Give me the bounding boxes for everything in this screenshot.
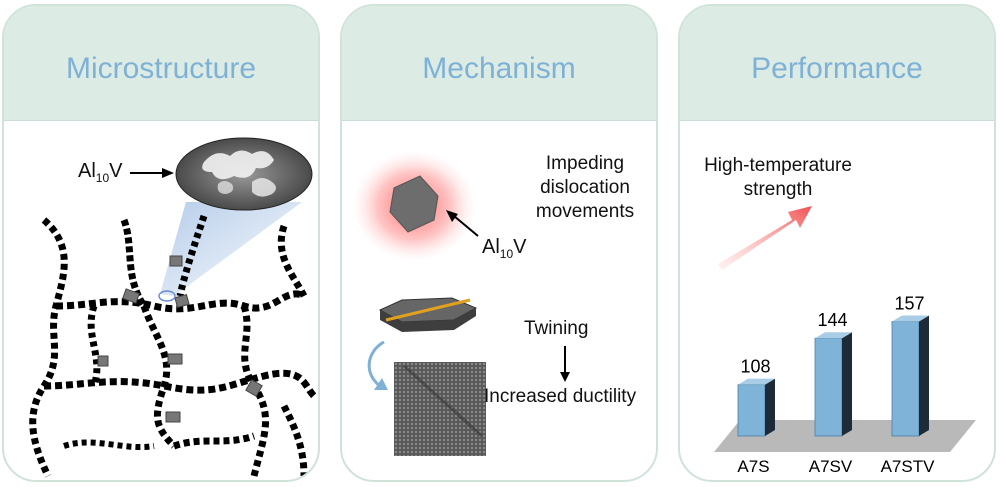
bar-front [891, 321, 920, 437]
trend-arrow [718, 206, 812, 270]
magnification-beam [160, 202, 302, 296]
sem-particle [217, 181, 234, 194]
bar-a7s [737, 378, 775, 437]
performance-panel: Performance High-temperature strength 10… [678, 4, 996, 482]
strength-annotation: High-temperature strength [698, 154, 858, 202]
al10v-arrow-head [446, 210, 458, 222]
al10v-mech-main: Al [482, 236, 500, 258]
category-label-a7s: A7S [737, 457, 769, 476]
bars-group: 108 144 157 [737, 293, 929, 437]
al10v-arrow-line [453, 215, 479, 237]
ductility-label: Increased ductility [484, 386, 637, 407]
impeding-text: Impeding dislocation movements [510, 152, 656, 224]
al10v-particles [97, 255, 263, 423]
impeding-line-3: movements [535, 201, 635, 222]
mechanism-figure [352, 150, 570, 456]
strength-bar-chart: 108 144 157 A7S A7SV A7STV [714, 206, 976, 476]
al10v-label-micro: Al10V [78, 160, 123, 185]
microstructure-panel: Microstructure [2, 4, 320, 482]
category-label-a7stv: A7STV [881, 457, 936, 476]
strength-annotation-line-2: strength [743, 179, 813, 200]
performance-header [680, 6, 994, 121]
mechanism-panel: Mechanism [340, 4, 658, 482]
strength-annotation-line-1: High-temperature [704, 155, 852, 176]
category-label-a7sv: A7SV [809, 457, 853, 476]
impeding-line-2: dislocation [540, 177, 630, 198]
sem-particle [252, 178, 276, 197]
twin-boundary-line [385, 298, 471, 322]
al10v-label-mech: Al10V [482, 236, 527, 261]
bar-top [738, 378, 775, 385]
sem-particle [202, 150, 274, 180]
impeding-line-1: Impeding [545, 153, 625, 174]
bar-top [892, 315, 929, 322]
bar-side [842, 332, 852, 436]
al10v-mech-end: V [513, 236, 527, 258]
twin-plate-side [380, 308, 476, 332]
microstructure-header [4, 6, 318, 121]
al10v-label-sub: 10 [95, 171, 110, 185]
curved-arrow [367, 340, 385, 388]
category-labels: A7S A7SV A7STV [737, 457, 935, 476]
data-label-a7sv: 144 [817, 310, 847, 330]
performance-title: Performance [751, 52, 923, 85]
bar-front [737, 384, 766, 437]
al10v-pointer-head [162, 168, 174, 178]
bar-a7sv [814, 332, 852, 437]
data-label-a7stv: 157 [894, 293, 924, 313]
bar-side [765, 378, 775, 436]
bar-a7stv [891, 315, 929, 437]
curved-arrow-head [374, 378, 388, 390]
bar-top [815, 332, 852, 339]
data-label-a7s: 108 [740, 357, 770, 377]
mechanism-header [342, 6, 656, 121]
al10v-label-end: V [109, 160, 123, 182]
mechanism-title: Mechanism [422, 52, 576, 85]
bar-front [814, 337, 843, 437]
zoom-origin-circle [158, 290, 176, 302]
ductility-down-arrow-head [560, 372, 570, 382]
hrtem-twin-trace [402, 364, 484, 438]
hrtem-image [394, 362, 486, 456]
microstructure-figure [29, 137, 317, 478]
al10v-label-main: Al [78, 160, 96, 182]
bar-side [919, 315, 929, 436]
precipitate-network [29, 214, 317, 478]
twinning-label: Twining [524, 318, 589, 339]
microstructure-title: Microstructure [65, 52, 257, 85]
al10v-mech-sub: 10 [499, 247, 514, 261]
hexagonal-precipitate [389, 175, 439, 233]
